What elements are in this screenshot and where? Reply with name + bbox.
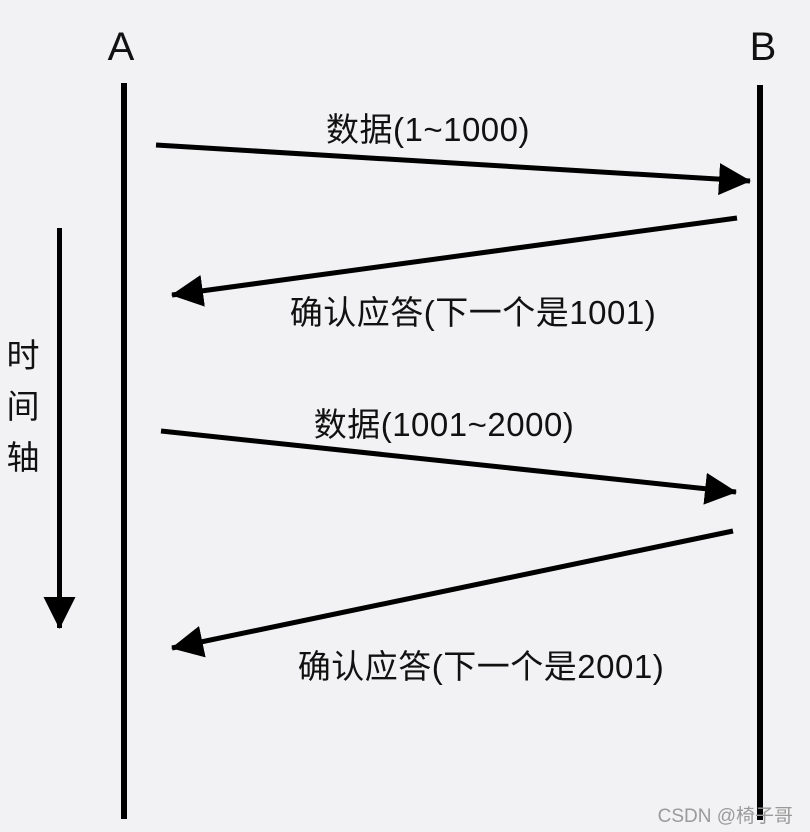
- message-arrow-ack-1001: [171, 215, 738, 307]
- message-label-data-1001-2000: 数据(1001~2000): [313, 406, 575, 443]
- message-arrow-data-1-1000: [155, 142, 751, 196]
- endpoint-b-label: B: [749, 25, 777, 69]
- watermark: CSDN @椅子哥: [657, 806, 793, 827]
- message-arrow-data-1001-2000: [160, 428, 737, 505]
- message-label-data-1-1000: 数据(1~1000): [325, 111, 531, 148]
- time-axis-char-2: 间: [6, 388, 40, 425]
- message-label-ack-1001: 确认应答(下一个是1001): [289, 294, 657, 331]
- time-axis-char-3: 轴: [6, 439, 40, 476]
- endpoint-a-label: A: [107, 25, 135, 69]
- message-arrow-ack-2001: [171, 528, 734, 658]
- time-axis-char-1: 时: [6, 337, 40, 374]
- time-axis-label: 时 间 轴: [4, 330, 42, 483]
- message-label-ack-2001: 确认应答(下一个是2001): [297, 648, 665, 685]
